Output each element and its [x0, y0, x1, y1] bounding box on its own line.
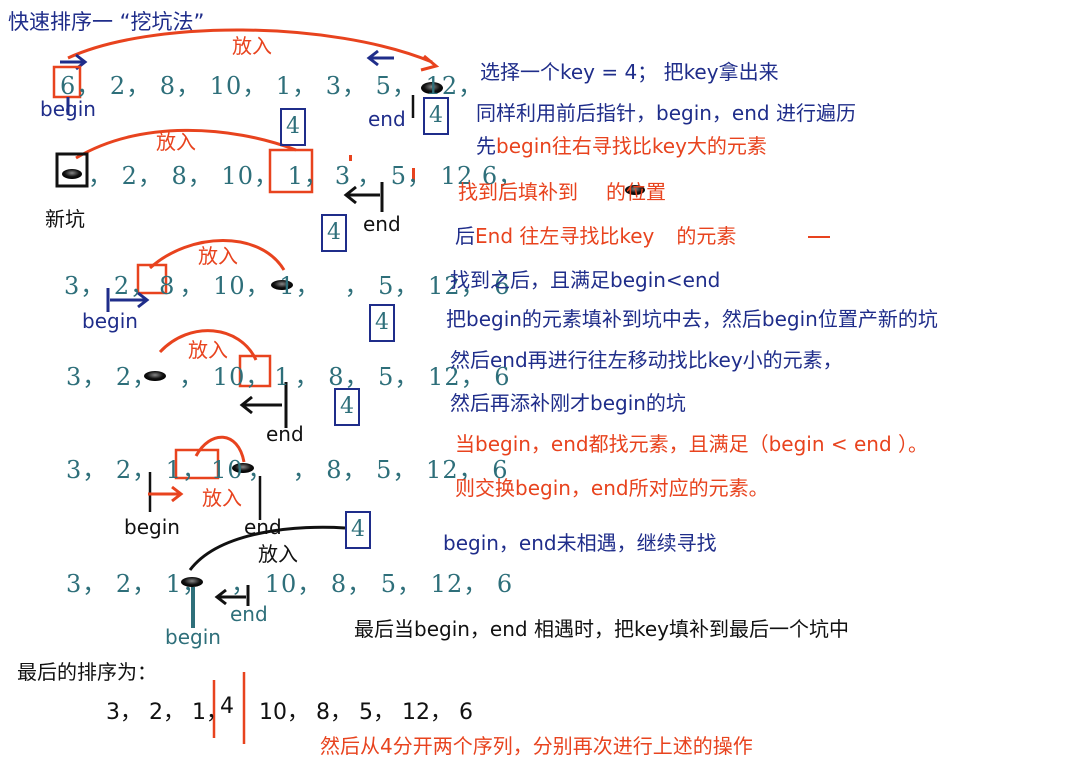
final-array-right: 10， 8， 5， 12， 6: [259, 700, 473, 725]
key-box-6: 4: [345, 511, 371, 549]
end-label-4: end: [266, 422, 304, 446]
note-begin-search: 先begin往右寻找比key大的元素: [476, 134, 767, 158]
insert-arc-4: [158, 329, 258, 361]
array-row-4: 3， 2，， 10，1， 8， 5， 12， 6: [66, 363, 511, 391]
array-element-1: 1: [274, 363, 291, 391]
insert-arc-1: [67, 28, 433, 64]
begin-label-1: begin: [40, 97, 96, 121]
insert-label-3: 放入: [198, 244, 238, 268]
final-label: 最后的排序为：: [17, 660, 157, 684]
key-box-5: 4: [334, 388, 360, 426]
left-arrow-icon-4: [239, 382, 288, 428]
array-row-1: 6， 2， 8， 10， 1， 3， 5， 12，: [60, 72, 484, 100]
end-label-6: end: [230, 602, 268, 626]
begin-label-5: begin: [124, 515, 180, 539]
note-two-pointers: 同样利用前后指针，begin，end 进行遍历: [476, 101, 856, 125]
insert-arc-3: [148, 239, 286, 271]
note-found-condition: 找到之后，且满足begin<end: [450, 268, 721, 292]
insert-label-6: 放入: [258, 542, 298, 566]
end-label-2: end: [363, 212, 401, 236]
final-key: 4: [220, 694, 234, 719]
array-row-3: 3， 2，8， 10， 1，， 5， 12， 6: [64, 272, 511, 300]
insert-arc-6: [188, 525, 346, 571]
note-meet: 最后当begin，end 相遇时，把key填补到最后一个坑中: [354, 617, 849, 641]
insert-label-1: 放入: [232, 34, 272, 58]
insert-label-5: 放入: [202, 486, 242, 510]
highlight-box-3: [268, 148, 314, 194]
note-select-key: 选择一个key = 4； 把key拿出来: [480, 60, 779, 84]
array-element-3: 3: [334, 162, 352, 190]
right-arrow-icon-5: [148, 485, 184, 503]
array-row-2: ， 2， 8， 10， 1，3， 5， 12 6，: [88, 162, 524, 190]
pit-icon-5: [232, 463, 254, 473]
pit-icon-3: [271, 280, 293, 290]
note-both-found: 当begin，end都找元素，且满足（begin < end ）。: [455, 432, 929, 456]
note-end-move: 然后end再进行往左移动找比key小的元素，: [450, 348, 843, 372]
new-pit-box: [55, 152, 89, 188]
highlight-box-8: [136, 263, 168, 295]
insert-label-4: 放入: [188, 338, 228, 362]
pit-icon-note: [625, 185, 645, 195]
pit-icon-6: [181, 577, 203, 587]
key-element-6: 6: [60, 72, 77, 100]
array-element-10: 10: [211, 456, 244, 484]
end-label-1: end: [368, 107, 406, 131]
left-arrow-icon-6: [214, 585, 250, 606]
note-begin-fill: 把begin的元素填补到坑中去，然后begin位置产新的坑: [446, 307, 938, 331]
pit-icon-4: [144, 371, 166, 381]
array-element-8: 8: [159, 272, 176, 300]
page-title: 快速排序一 “挖坑法”: [8, 10, 205, 34]
end-label-5: end: [244, 515, 282, 539]
final-array-left: 3， 2， 1，: [106, 700, 228, 725]
key-box-4: 4: [369, 304, 395, 342]
note-refill-begin: 然后再添补刚才begin的坑: [450, 391, 686, 415]
new-pit-label: 新坑: [45, 207, 85, 231]
final-note: 然后从4分开两个序列，分别再次进行上述的操作: [320, 734, 753, 758]
note-swap: 则交换begin，end所对应的元素。: [455, 476, 769, 500]
array-row-5: 3， 2， 1，10，， 8， 5， 12， 6: [66, 456, 509, 484]
left-arrow-icon-2: [343, 182, 384, 212]
begin-label-3: begin: [82, 309, 138, 333]
insert-arc-2: [75, 128, 297, 160]
note-continue: begin，end未相遇，继续寻找: [443, 531, 717, 555]
pit-icon-1: [421, 82, 443, 94]
insert-label-2: 放入: [156, 130, 196, 154]
highlight-box-10: [174, 448, 220, 480]
key-box-3: 4: [321, 214, 347, 252]
left-arrow-icon-1: [366, 49, 394, 67]
array-row-6: 3， 2， 1，， 10， 8， 5， 12， 6: [66, 570, 514, 598]
note-fill-pit: 找到后填补到的位置: [458, 180, 666, 204]
right-arrow-icon-3: [106, 288, 150, 312]
highlight-box-1: [238, 354, 272, 388]
begin-label-6: begin: [165, 625, 221, 649]
key-box-2: 4: [280, 108, 306, 146]
key-box-1: 4: [423, 97, 449, 135]
pit-icon-2: [62, 169, 82, 179]
